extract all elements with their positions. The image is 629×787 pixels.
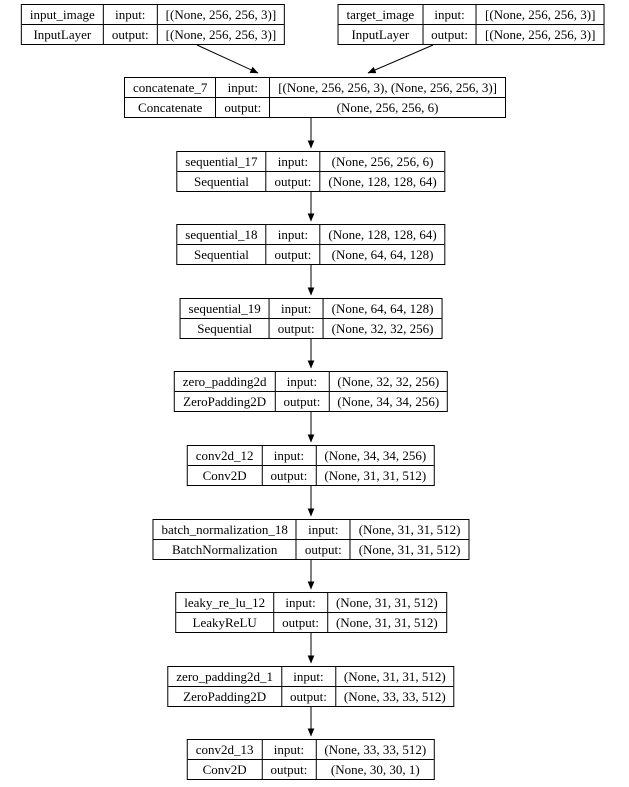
input-shape: (None, 128, 128, 64) xyxy=(320,225,445,245)
layer-node-sequential-19: sequential_19 input: (None, 64, 64, 128)… xyxy=(179,298,443,339)
layer-type: Concatenate xyxy=(125,98,217,117)
output-label: output: xyxy=(270,319,324,338)
layer-node-conv2d-13: conv2d_13 input: (None, 33, 33, 512) Con… xyxy=(186,739,436,780)
layer-name: zero_padding2d xyxy=(174,372,276,392)
input-shape: (None, 64, 64, 128) xyxy=(323,299,442,319)
input-shape: (None, 31, 31, 512) xyxy=(350,520,469,540)
input-label: input: xyxy=(266,152,321,172)
output-label: output: xyxy=(263,760,317,779)
input-label: input: xyxy=(423,5,477,25)
input-shape: (None, 34, 34, 256) xyxy=(316,446,435,466)
layer-name: sequential_19 xyxy=(180,299,270,319)
output-shape: (None, 33, 33, 512) xyxy=(343,689,446,704)
input-shape: (None, 31, 31, 512) xyxy=(327,593,446,613)
layer-name: input_image xyxy=(21,5,104,25)
output-label: output: xyxy=(297,540,351,559)
input-label: input: xyxy=(266,225,321,245)
layer-name: target_image xyxy=(338,5,424,25)
layer-type: ZeroPadding2D xyxy=(168,687,283,706)
input-shape: (None, 256, 256, 6) xyxy=(320,152,445,172)
output-label: output: xyxy=(423,25,477,44)
layer-type: InputLayer xyxy=(339,25,424,44)
output-label: output: xyxy=(267,172,321,191)
output-shape: (None, 128, 128, 64) xyxy=(328,174,437,189)
input-label: input: xyxy=(282,667,336,687)
layer-type: Sequential xyxy=(181,319,270,338)
output-label: output: xyxy=(216,98,271,117)
input-label: input: xyxy=(269,299,324,319)
layer-type: LeakyReLU xyxy=(176,613,275,632)
layer-node-input-image: input_image input: [(None, 256, 256, 3)]… xyxy=(20,4,286,45)
layer-node-target-image: target_image input: [(None, 256, 256, 3)… xyxy=(337,4,605,45)
layer-node-batch-normalization-18: batch_normalization_18 input: (None, 31,… xyxy=(152,519,470,560)
layer-name: sequential_17 xyxy=(177,152,267,172)
layer-name: conv2d_12 xyxy=(187,446,263,466)
output-label: output: xyxy=(104,25,158,44)
output-shape: (None, 31, 31, 512) xyxy=(358,542,461,557)
layer-name: leaky_re_lu_12 xyxy=(176,593,275,613)
edge-arrow xyxy=(367,44,434,74)
output-label: output: xyxy=(263,466,317,485)
layer-type: InputLayer xyxy=(22,25,104,44)
output-label: output: xyxy=(267,245,321,264)
output-label: output: xyxy=(276,392,330,411)
layer-type: BatchNormalization xyxy=(153,540,297,559)
output-shape: [(None, 256, 256, 3)] xyxy=(165,27,277,42)
input-label: input: xyxy=(103,5,158,25)
output-shape: (None, 64, 64, 128) xyxy=(331,247,434,262)
output-shape: (None, 34, 34, 256) xyxy=(337,394,440,409)
output-label: output: xyxy=(282,687,336,706)
output-shape: (None, 256, 256, 6) xyxy=(336,100,439,115)
output-shape: (None, 32, 32, 256) xyxy=(331,321,434,336)
layer-node-concatenate-7: concatenate_7 input: [(None, 256, 256, 3… xyxy=(124,77,506,118)
input-shape: [(None, 256, 256, 3), (None, 256, 256, 3… xyxy=(270,78,505,98)
output-shape: (None, 30, 30, 1) xyxy=(330,762,420,777)
layer-name: zero_padding2d_1 xyxy=(168,667,283,687)
input-label: input: xyxy=(274,593,328,613)
output-shape: [(None, 256, 256, 3)] xyxy=(484,27,596,42)
input-shape: (None, 31, 31, 512) xyxy=(335,667,454,687)
output-label: output: xyxy=(274,613,328,632)
output-shape: (None, 31, 31, 512) xyxy=(324,468,427,483)
input-label: input: xyxy=(262,740,317,760)
input-shape: (None, 32, 32, 256) xyxy=(329,372,448,392)
output-shape: (None, 31, 31, 512) xyxy=(335,615,438,630)
layer-type: ZeroPadding2D xyxy=(175,392,276,411)
layer-node-zero-padding2d: zero_padding2d input: (None, 32, 32, 256… xyxy=(173,371,449,412)
layer-type: Conv2D xyxy=(188,760,263,779)
input-label: input: xyxy=(216,78,271,98)
layer-node-leaky-re-lu-12: leaky_re_lu_12 input: (None, 31, 31, 512… xyxy=(175,592,447,633)
layer-node-sequential-18: sequential_18 input: (None, 128, 128, 64… xyxy=(176,224,446,265)
layer-name: batch_normalization_18 xyxy=(153,520,297,540)
input-shape: [(None, 256, 256, 3)] xyxy=(476,5,604,25)
layer-name: sequential_18 xyxy=(177,225,267,245)
edge-arrow xyxy=(196,44,259,74)
input-shape: [(None, 256, 256, 3)] xyxy=(157,5,285,25)
layer-node-sequential-17: sequential_17 input: (None, 256, 256, 6)… xyxy=(176,151,446,192)
input-shape: (None, 33, 33, 512) xyxy=(316,740,435,760)
layer-node-zero-padding2d-1: zero_padding2d_1 input: (None, 31, 31, 5… xyxy=(167,666,455,707)
layer-node-conv2d-12: conv2d_12 input: (None, 34, 34, 256) Con… xyxy=(186,445,436,486)
input-label: input: xyxy=(262,446,317,466)
layer-type: Sequential xyxy=(177,245,267,264)
layer-name: concatenate_7 xyxy=(125,78,217,98)
input-label: input: xyxy=(296,520,351,540)
input-label: input: xyxy=(275,372,330,392)
layer-type: Conv2D xyxy=(188,466,263,485)
layer-type: Sequential xyxy=(177,172,267,191)
layer-name: conv2d_13 xyxy=(187,740,263,760)
